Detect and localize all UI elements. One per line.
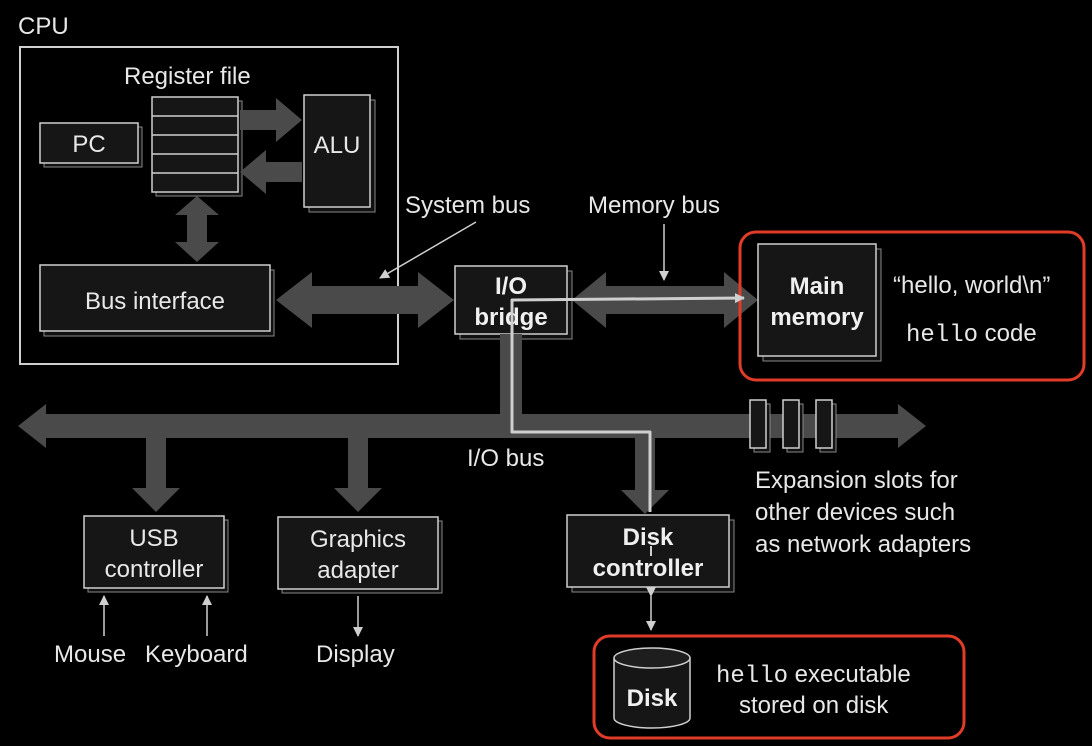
usb-line2: controller [105,556,204,583]
regfile-bus-interface-arrow [175,196,219,262]
memory-bus-label: Memory bus [588,192,720,219]
expansion-line2: other devices such [755,499,955,526]
io-bridge-line1: I/O [495,273,527,300]
graphics-line1: Graphics [310,526,406,553]
alu-to-regfile-arrow [240,150,302,194]
main-memory: Main memory [757,243,882,362]
alu: ALU [303,94,376,213]
main-memory-line2: memory [770,304,864,331]
io-bus-label: I/O bus [467,445,544,472]
pc-label: PC [72,131,105,158]
system-bus-label: System bus [405,192,530,219]
disk-drop-arrow [621,438,669,514]
disk-controller: Disk controller [566,514,735,593]
usb-line1: USB [129,525,178,552]
bus-interface: Bus interface [39,264,275,337]
mouse-label: Mouse [54,641,126,668]
expansion-line3: as network adapters [755,531,971,558]
register-file-label: Register file [124,63,251,90]
display-label: Display [316,641,395,668]
graphics-line2: adapter [317,557,398,584]
regfile-to-alu-arrow [240,98,302,142]
system-bus-arrow [276,272,454,328]
main-memory-line1: Main [790,273,845,300]
disk-note-mono: hello [716,663,788,690]
keyboard-label: Keyboard [145,641,248,668]
alu-label: ALU [314,132,361,159]
graphics-drop-arrow [334,438,382,512]
system-bus-pointer [379,221,477,279]
cpu-boundary [19,46,399,365]
graphics-adapter: Graphics adapter [277,516,443,594]
usb-drop-arrow [132,438,180,512]
io-bus-arrow [18,404,926,448]
expansion-slots [749,399,837,453]
memory-code-suffix: code [978,320,1037,347]
expansion-line1: Expansion slots for [755,467,958,494]
disk-highlight [592,634,966,740]
disk-note-line2: stored on disk [739,692,889,719]
disk: Disk [613,647,691,729]
register-file [151,96,243,197]
data-path-disk-to-memory [510,293,745,512]
cpu-label: CPU [18,13,69,40]
usb-controller: USB controller [83,515,229,593]
memory-code-label: hello code [906,320,1037,349]
disk-note-line1: hello executable [716,661,911,690]
bus-interface-label: Bus interface [85,288,225,315]
disk-controller-line1: Disk [623,524,674,551]
memory-string-content: “hello, world\n” [893,272,1050,299]
disk-controller-line2: controller [593,555,704,582]
memory-code-mono: hello [906,322,978,349]
main-memory-highlight [738,230,1086,382]
pc-register: PC [39,122,143,168]
disk-label: Disk [627,685,678,712]
disk-note-suffix: executable [788,661,911,688]
